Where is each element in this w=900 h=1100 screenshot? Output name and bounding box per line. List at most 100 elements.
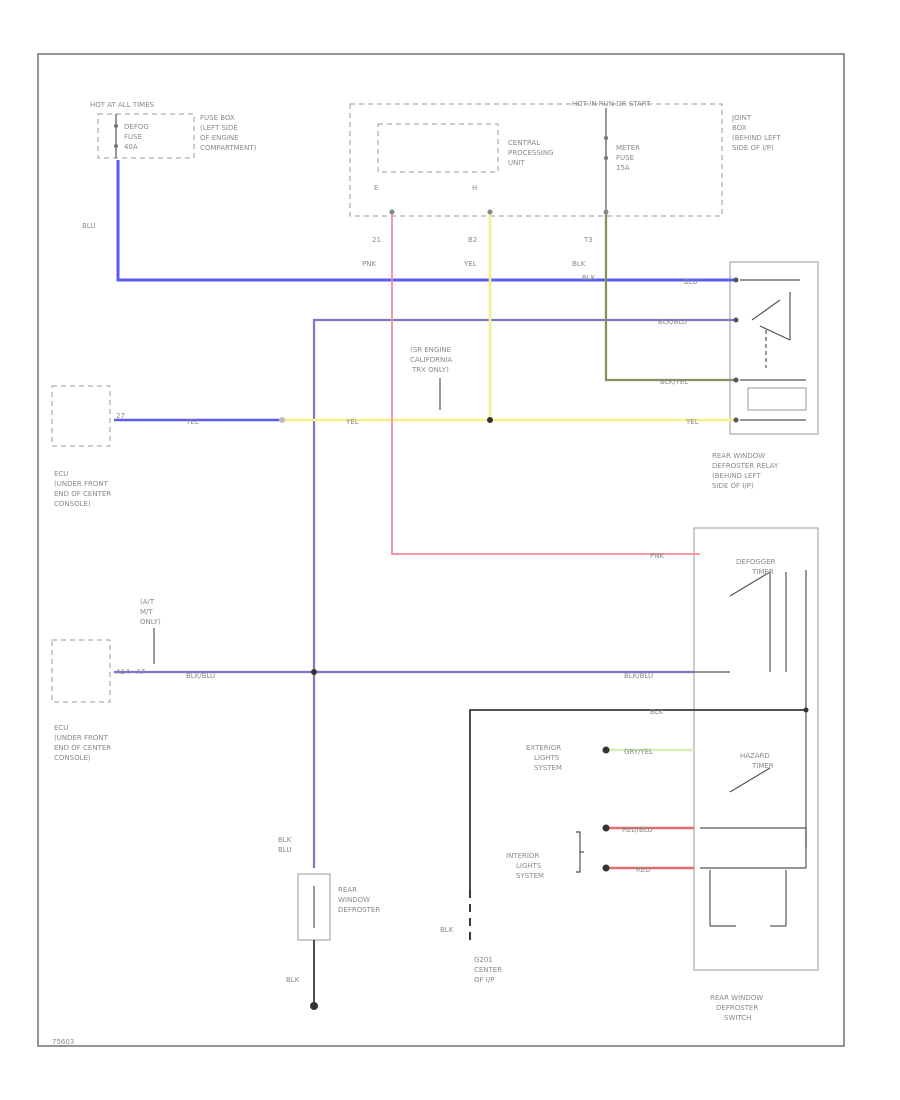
switch-label-1: REAR WINDOW <box>710 994 763 1002</box>
ground-terminal <box>310 1002 318 1010</box>
engine-note-2: CALIFORNIA <box>410 356 452 364</box>
hazard-label-2: TIMER <box>751 762 774 770</box>
fuse-box-label-4: COMPARTMENT) <box>200 144 257 152</box>
relay-label-3: (BEHIND LEFT <box>712 472 761 480</box>
connector-int-lights-1 <box>602 824 610 832</box>
switch-label-3: SWITCH <box>724 1014 751 1022</box>
joint-box-label-1: JOINT <box>731 114 752 122</box>
ground-label-3: OF I/P <box>474 976 494 984</box>
wire-pnk <box>391 212 700 555</box>
engine-note-1: (SR ENGINE <box>410 346 451 354</box>
wire-label-blk-4a: BLK <box>278 836 292 844</box>
ground-label-1: G201 <box>474 956 493 964</box>
relay-label-4: SIDE OF I/P) <box>712 482 754 490</box>
fuse-terminal-bottom <box>114 144 118 148</box>
interior-bracket <box>576 831 584 873</box>
switch-label-2: DEFROSTER <box>716 1004 758 1012</box>
defroster-relay-box <box>729 261 819 435</box>
wire-blu-main <box>116 160 736 282</box>
pin-21: 21 <box>372 236 381 244</box>
wires <box>114 160 809 1010</box>
wire-label-yel-1: YEL <box>463 260 477 268</box>
fuse-box-label-3: OF ENGINE <box>200 134 239 142</box>
wire-label-red: RED <box>636 866 651 874</box>
relay-terminal-4 <box>733 417 739 423</box>
defroster-label-2: WINDOW <box>338 896 370 904</box>
wire-label-yel-ecu: YEL <box>185 418 199 426</box>
ecu-top-label-4: CONSOLE) <box>54 500 91 508</box>
connector-int-lights-2 <box>602 864 610 872</box>
ecu-bottom-label-4: CONSOLE) <box>54 754 91 762</box>
relay-terminal-1 <box>733 277 739 283</box>
wire-label-blkblu-1: BLK/BLU <box>658 318 687 326</box>
ecu-top-box <box>51 385 111 447</box>
meter-fuse-terminal-top <box>604 136 608 140</box>
wire-label-redblu: RED/BLU <box>622 826 653 834</box>
ecu-top-label-3: END OF CENTER <box>54 490 111 498</box>
cpu-connector-h <box>487 209 493 215</box>
pin-b2: B2 <box>468 236 477 244</box>
fuse-40a-label: 40A <box>124 143 138 151</box>
hot-run-start-label: HOT IN RUN OR START <box>572 100 651 108</box>
ecu-top-pin: 27 <box>116 412 125 420</box>
cpu-label-2: PROCESSING <box>508 149 554 157</box>
joint-box-label-3: (BEHIND LEFT <box>732 134 781 142</box>
joint-box <box>349 103 723 217</box>
wire-blkblu-vertical <box>312 318 736 868</box>
wire-label-blk-6: BLK <box>440 926 454 934</box>
exterior-label-2: LIGHTS <box>534 754 560 762</box>
wire-label-blu-left: BLU <box>82 222 95 230</box>
defroster-label-1: REAR <box>338 886 357 894</box>
wire-label-pnk-1: PNK <box>362 260 376 268</box>
cpu-pin-e: E <box>374 184 378 192</box>
meter-fuse-terminal-bottom <box>604 156 608 160</box>
wire-label-blk-2: BLK <box>582 274 596 282</box>
interior-label-3: SYSTEM <box>516 872 544 880</box>
meter-connector <box>603 209 609 215</box>
atm-label-3: ONLY) <box>140 618 161 626</box>
defogger-label-1: DEFOGGER <box>736 558 776 566</box>
relay-label-1: REAR WINDOW <box>712 452 765 460</box>
wire-label-gryyel: GRY/YEL <box>624 748 653 756</box>
meter-label-2: FUSE <box>616 154 634 162</box>
splice-yellow <box>487 417 493 423</box>
ecu-bottom-label-1: ECU <box>54 724 68 732</box>
wire-label-blk-top: BLK <box>572 260 586 268</box>
wire-label-blkyel: BLK/YEL <box>660 378 688 386</box>
pin-t3: T3 <box>583 236 593 244</box>
defog-fuse-label: DEFOG <box>124 123 149 131</box>
hazard-switch-contact <box>729 767 771 793</box>
diagram-code: 75603 <box>52 1038 74 1046</box>
meter-label-3: 15A <box>616 164 630 172</box>
ecu-top-label-2: (UNDER FRONT <box>54 480 109 488</box>
cpu-connector-e <box>389 209 395 215</box>
fuse-box-label-2: (LEFT SIDE <box>200 124 238 132</box>
engine-note-3: TRX ONLY) <box>411 366 449 374</box>
wire-label-blk-4b: BLU <box>278 846 291 854</box>
relay-contact-3 <box>759 325 791 341</box>
defroster-label-3: DEFROSTER <box>338 906 380 914</box>
wire-label-blk-5: BLK <box>286 976 300 984</box>
ecu-bottom-box <box>51 639 111 703</box>
cpu-box <box>377 123 499 173</box>
relay-terminal-3 <box>733 377 739 383</box>
fuse-box <box>97 113 195 159</box>
hot-at-all-times-label: HOT AT ALL TIMES <box>90 101 155 109</box>
ecu-bottom-label-3: END OF CENTER <box>54 744 111 752</box>
fuse-word-label: FUSE <box>124 133 142 141</box>
defogger-label-2: TIMER <box>751 568 774 576</box>
relay-coil <box>747 387 807 411</box>
exterior-label-1: EXTERIOR <box>526 744 561 752</box>
wire-blkyel <box>604 212 736 382</box>
interior-label-1: INTERIOR <box>506 852 539 860</box>
defogger-switch-contact <box>729 571 771 597</box>
relay-contact-1 <box>751 299 781 321</box>
cpu-label-3: UNIT <box>508 159 525 167</box>
wire-label-blkblu-2: BLK/BLU <box>186 672 215 680</box>
splice-navy <box>311 669 317 675</box>
wire-label-blkblu-3: BLK/BLU <box>624 672 653 680</box>
ecu-bottom-label-2: (UNDER FRONT <box>54 734 109 742</box>
diagram-frame <box>37 53 845 1047</box>
joint-box-label-2: BOX <box>732 124 747 132</box>
